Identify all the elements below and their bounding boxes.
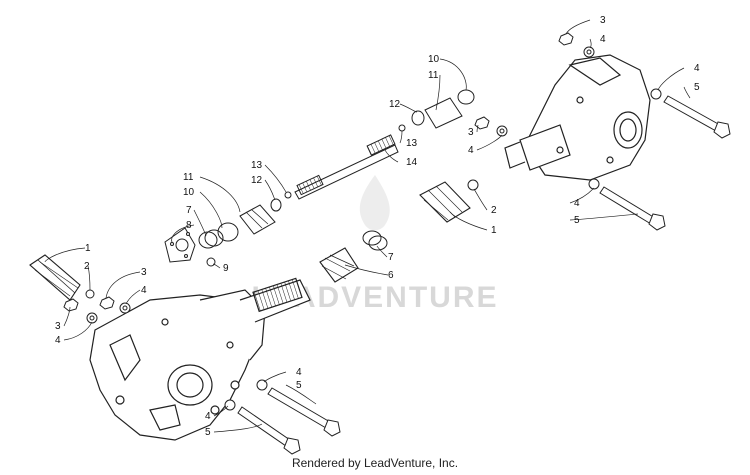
- front-gearcase: [89, 277, 311, 441]
- clip-12-left: [270, 191, 292, 212]
- callout-14: 14: [406, 157, 418, 168]
- callout-3: 3: [468, 127, 474, 138]
- clamp-right: [467, 179, 479, 191]
- callout-5: 5: [296, 380, 302, 391]
- callout-3: 3: [141, 267, 147, 278]
- callout-13: 13: [406, 138, 418, 149]
- callout-5: 5: [694, 82, 700, 93]
- rings-right: [398, 89, 475, 132]
- propshaft: [294, 134, 399, 200]
- bolt-small-9: [206, 257, 216, 267]
- callout-6: 6: [388, 270, 394, 281]
- callout-10: 10: [183, 187, 195, 198]
- leader-lines: [44, 19, 691, 433]
- callout-2: 2: [84, 261, 90, 272]
- callout-10: 10: [428, 54, 440, 65]
- bolt-lower-right: [588, 178, 666, 231]
- callout-11: 11: [428, 70, 439, 81]
- callout-2: 2: [491, 205, 497, 216]
- callout-8: 8: [186, 220, 192, 231]
- callout-5: 5: [205, 427, 211, 438]
- callout-1: 1: [85, 243, 91, 254]
- rear-gearcase: [504, 54, 651, 181]
- callout-4: 4: [205, 411, 211, 422]
- callout-9: 9: [223, 263, 229, 274]
- callout-5: 5: [574, 215, 580, 226]
- callout-12: 12: [389, 99, 401, 110]
- rings-left: [198, 222, 239, 249]
- seal-housing: [164, 227, 196, 263]
- bolt-lower-b: [224, 399, 301, 455]
- spring-ring-center: [362, 230, 388, 251]
- callout-13: 13: [251, 160, 263, 171]
- callout-4: 4: [574, 198, 580, 209]
- bolt-top-right: [650, 88, 731, 139]
- callout-4: 4: [55, 335, 61, 346]
- callout-labels: 1 2 3 4 3 4 11 10 7 8 9 13 12 10 11 12 1…: [55, 15, 700, 438]
- callout-3: 3: [600, 15, 606, 26]
- nut-washer-top: [558, 32, 595, 58]
- callout-7: 7: [388, 252, 394, 263]
- boot-right: [419, 181, 471, 223]
- callout-3: 3: [55, 321, 61, 332]
- nut-washer-mid: [474, 116, 508, 137]
- callout-4: 4: [141, 285, 147, 296]
- boot-left-small: [239, 204, 276, 235]
- callout-4: 4: [600, 34, 606, 45]
- callout-4: 4: [694, 63, 700, 74]
- callout-11: 11: [183, 172, 194, 183]
- boot-center: [319, 247, 359, 283]
- nut-washer-left-top: [99, 296, 131, 314]
- callout-1: 1: [491, 225, 497, 236]
- boot-left: [29, 254, 81, 301]
- callout-4: 4: [468, 145, 474, 156]
- footer-credit: Rendered by LeadVenture, Inc.: [291, 456, 459, 470]
- callout-4: 4: [296, 367, 302, 378]
- watermark-flame-icon: [359, 175, 390, 231]
- nut-washer-left-mid: [63, 298, 98, 324]
- bolt-lower-a: [256, 379, 341, 437]
- callout-7: 7: [186, 205, 192, 216]
- clamp-left: [85, 289, 95, 299]
- callout-12: 12: [251, 175, 263, 186]
